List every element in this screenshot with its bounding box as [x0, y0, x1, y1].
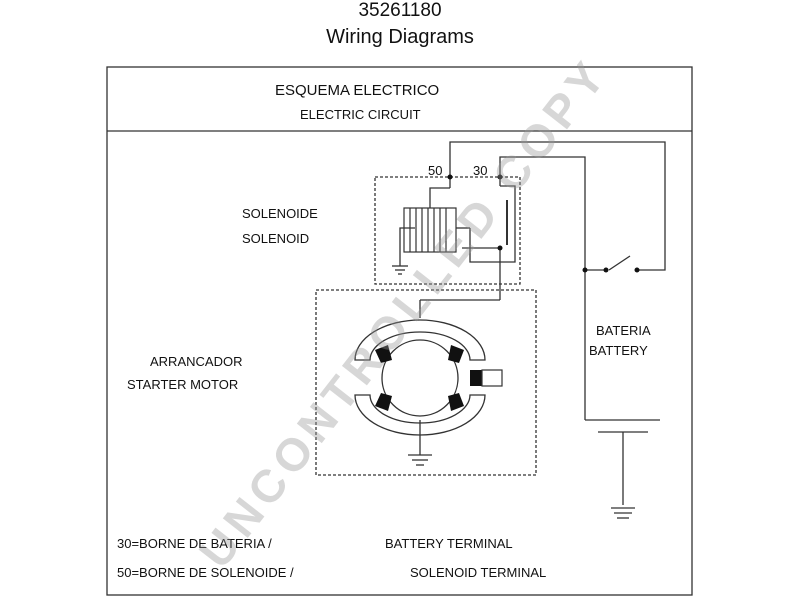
ignition-switch-blade — [608, 255, 631, 271]
field-winding-top — [354, 319, 486, 361]
coil-wire-top — [429, 187, 450, 208]
pinion-block — [470, 370, 482, 386]
terminal-30-wire — [499, 156, 586, 410]
battery-label-en: BATTERY — [589, 343, 648, 358]
part-number: 35261180 — [358, 0, 442, 21]
field-winding-bottom — [354, 394, 486, 436]
legend-terminal-50-es: 50=BORNE DE SOLENOIDE / — [117, 565, 294, 580]
solenoid-label-en: SOLENOID — [242, 231, 310, 246]
solenoid-coil — [403, 207, 457, 253]
terminal-50-label: 50 — [428, 163, 443, 178]
diagram-frame — [106, 66, 693, 596]
terminal-30-label: 30 — [473, 163, 488, 178]
starter-motor-box — [315, 289, 537, 476]
terminal-50-node — [447, 174, 453, 180]
brush-top-left — [375, 345, 392, 363]
brush-bottom-right — [448, 393, 464, 411]
brush-top-right — [448, 345, 464, 363]
pinion-shaft — [481, 369, 503, 387]
solenoid-label-es: SOLENOIDE — [242, 206, 318, 221]
legend-terminal-50-en: SOLENOID TERMINAL — [410, 565, 547, 580]
legend-terminal-30-en: BATTERY TERMINAL — [385, 536, 513, 551]
schematic-title-es: ESQUEMA ELECTRICO — [275, 82, 440, 99]
terminal-50-wire — [449, 141, 666, 271]
starter-label-en: STARTER MOTOR — [127, 377, 239, 392]
schematic-title-en: ELECTRIC CIRCUIT — [300, 107, 421, 122]
starter-label-es: ARRANCADOR — [150, 354, 243, 369]
armature — [381, 339, 459, 417]
document-subtitle: Wiring Diagrams — [326, 26, 474, 48]
terminal-30-node — [497, 174, 503, 180]
legend-terminal-30-es: 30=BORNE DE BATERIA / — [117, 536, 272, 551]
brush-bottom-left — [375, 393, 392, 411]
battery-label-es: BATERIA — [596, 323, 651, 338]
